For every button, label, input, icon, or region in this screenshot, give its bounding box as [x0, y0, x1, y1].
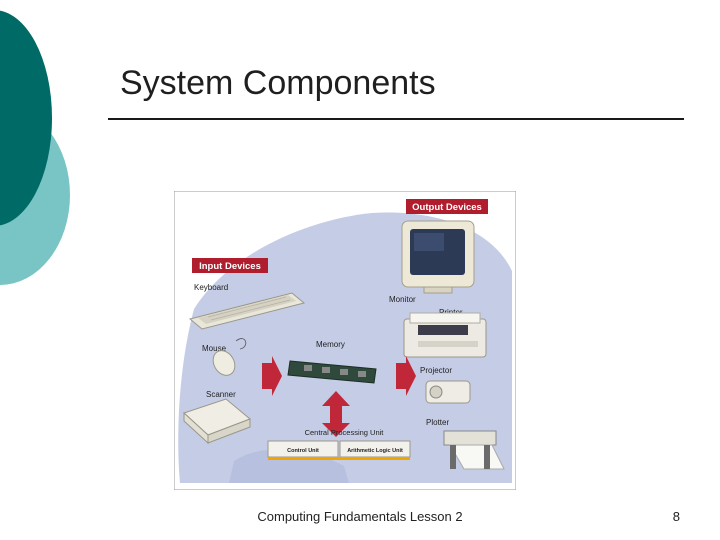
- title-divider: [108, 118, 684, 120]
- input-devices-label: Input Devices: [199, 261, 261, 272]
- system-components-diagram: Output Devices Input Devices Monitor Pri…: [174, 191, 516, 490]
- memory-label: Memory: [316, 340, 345, 349]
- control-unit-label: Control Unit: [287, 448, 319, 454]
- plotter-icon: [444, 431, 504, 469]
- cpu-label: Central Processing Unit: [305, 428, 385, 437]
- plotter-label: Plotter: [426, 418, 449, 427]
- output-devices-label: Output Devices: [412, 202, 482, 213]
- decorative-circles: [0, 0, 90, 300]
- monitor-label: Monitor: [389, 295, 416, 304]
- printer-icon: [404, 313, 486, 357]
- scanner-label: Scanner: [206, 390, 236, 399]
- projector-label: Projector: [420, 366, 452, 375]
- slide-title: System Components: [120, 64, 436, 103]
- keyboard-label: Keyboard: [194, 283, 228, 292]
- alu-label: Arithmetic Logic Unit: [347, 448, 403, 454]
- page-number: 8: [640, 509, 680, 524]
- projector-icon: [426, 381, 470, 403]
- monitor-icon: [402, 221, 474, 293]
- slide-footer: Computing Fundamentals Lesson 2: [200, 509, 520, 524]
